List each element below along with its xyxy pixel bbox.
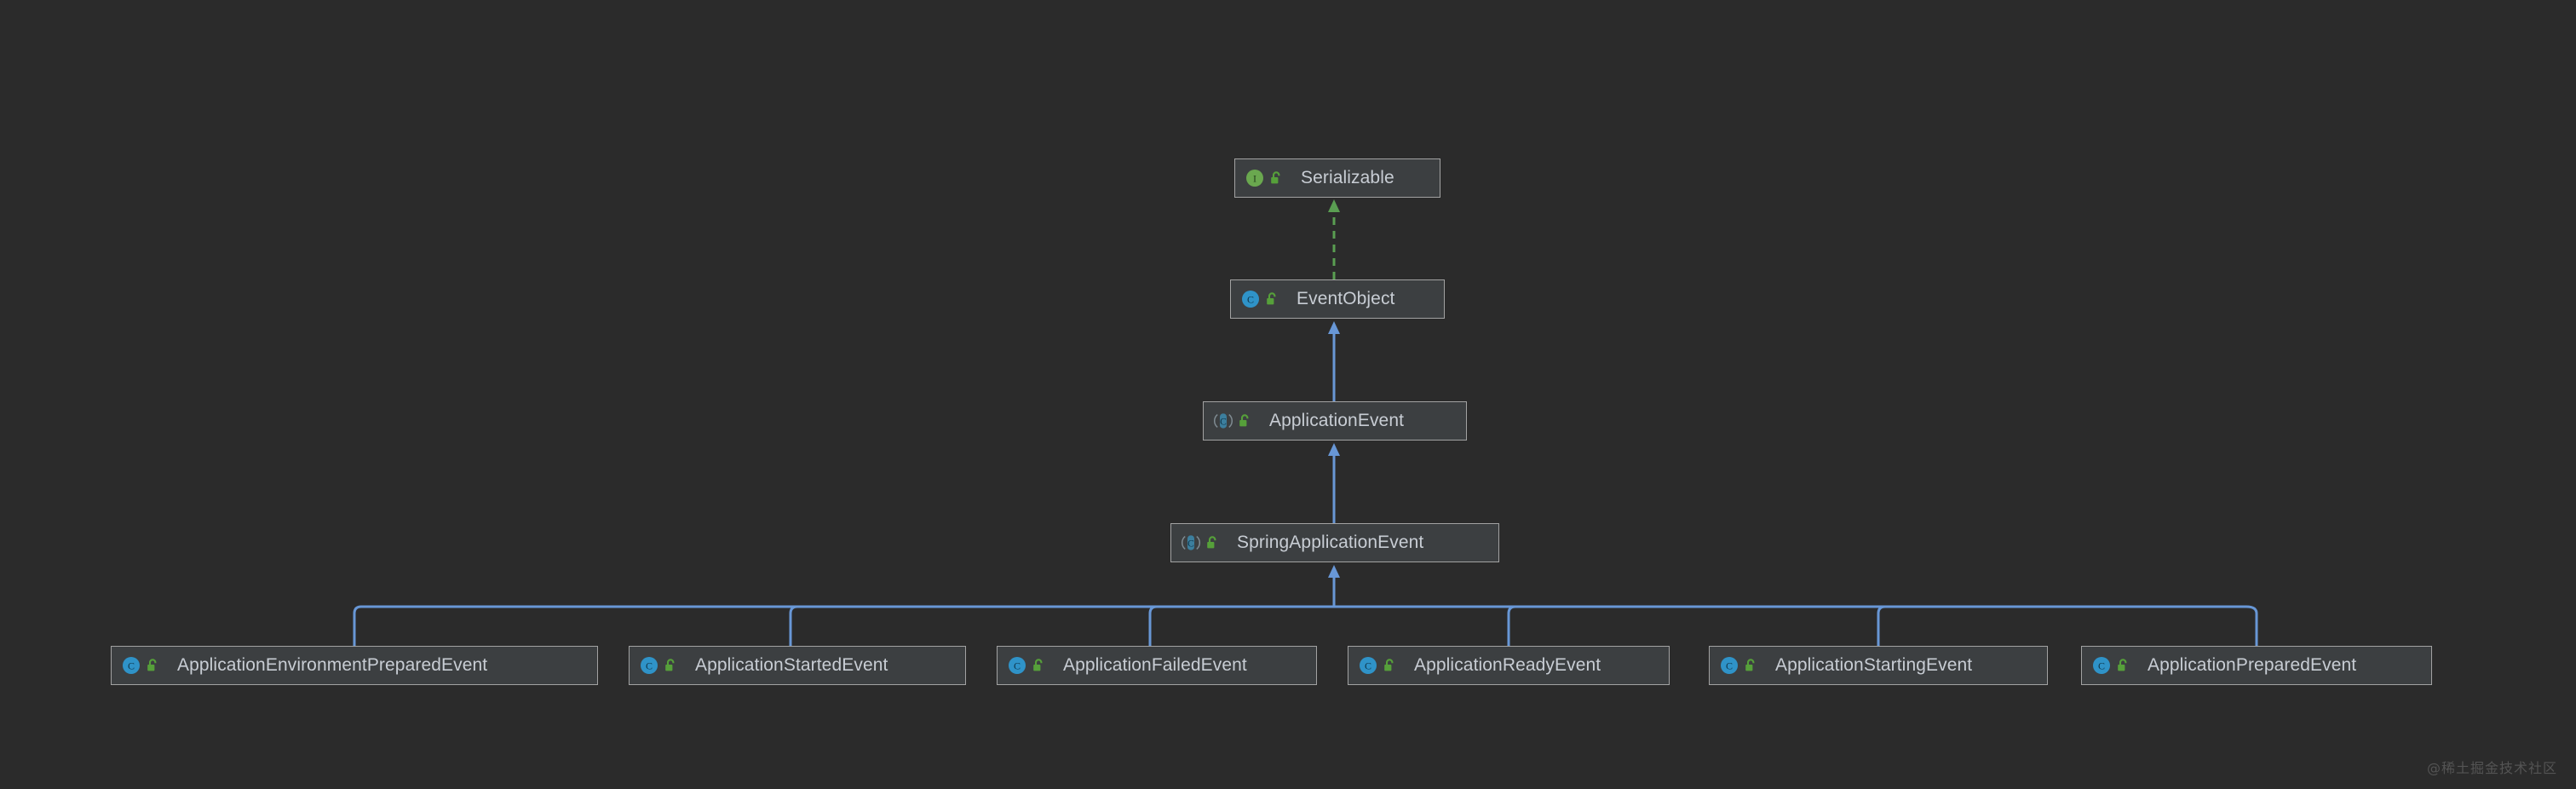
class-icon: C: [1241, 290, 1260, 308]
node-icons: C: [1214, 412, 1252, 430]
node-spring-application-event[interactable]: C SpringApplicationEvent: [1170, 523, 1499, 562]
node-application-started-event[interactable]: C ApplicationStartedEvent: [629, 646, 966, 685]
unlocked-padlock-icon: [1382, 658, 1397, 673]
class-icon: C: [122, 656, 141, 675]
unlocked-padlock-icon: [1268, 170, 1284, 186]
svg-text:C: C: [1365, 660, 1371, 672]
node-label: ApplicationReadyEvent: [1414, 655, 1601, 675]
node-icons: C: [1182, 533, 1220, 552]
node-label: Serializable: [1301, 168, 1394, 187]
abstract-class-icon: C: [1214, 412, 1233, 430]
node-application-starting-event[interactable]: C ApplicationStartingEvent: [1709, 646, 2048, 685]
svg-text:C: C: [646, 660, 653, 672]
node-icons: C: [2092, 656, 2130, 675]
node-icons: C: [1241, 290, 1279, 308]
node-application-environment-prepared-event[interactable]: C ApplicationEnvironmentPreparedEvent: [111, 646, 598, 685]
node-application-prepared-event[interactable]: C ApplicationPreparedEvent: [2081, 646, 2432, 685]
svg-text:C: C: [1220, 417, 1227, 427]
node-application-failed-event[interactable]: C ApplicationFailedEvent: [997, 646, 1317, 685]
node-icons: C: [1359, 656, 1397, 675]
unlocked-padlock-icon: [1237, 413, 1252, 429]
unlocked-padlock-icon: [2115, 658, 2130, 673]
node-icons: C: [122, 656, 160, 675]
unlocked-padlock-icon: [1264, 291, 1279, 307]
svg-text:C: C: [1014, 660, 1021, 672]
unlocked-padlock-icon: [1031, 658, 1046, 673]
class-icon: C: [1720, 656, 1739, 675]
node-label: ApplicationStartedEvent: [695, 655, 888, 675]
unlocked-padlock-icon: [663, 658, 678, 673]
interface-icon: I: [1245, 169, 1264, 187]
class-icon: C: [2092, 656, 2111, 675]
unlocked-padlock-icon: [145, 658, 160, 673]
node-label: ApplicationEnvironmentPreparedEvent: [177, 655, 488, 675]
node-application-event[interactable]: C ApplicationEvent: [1203, 401, 1467, 441]
unlocked-padlock-icon: [1205, 535, 1220, 550]
node-label: ApplicationPreparedEvent: [2148, 655, 2357, 675]
unlocked-padlock-icon: [1743, 658, 1758, 673]
class-icon: C: [1008, 656, 1026, 675]
node-application-ready-event[interactable]: C ApplicationReadyEvent: [1348, 646, 1670, 685]
class-icon: C: [1359, 656, 1377, 675]
abstract-class-icon: C: [1182, 533, 1200, 552]
node-event-object[interactable]: C EventObject: [1230, 279, 1445, 319]
node-label: ApplicationStartingEvent: [1775, 655, 1973, 675]
svg-text:I: I: [1253, 173, 1256, 185]
edge-inheritance-children-bus: [353, 565, 2258, 646]
svg-text:C: C: [1187, 538, 1194, 549]
node-label: EventObject: [1297, 289, 1395, 308]
svg-text:C: C: [128, 660, 135, 672]
watermark: @稀土掘金技术社区: [2426, 760, 2557, 776]
node-icons: C: [1008, 656, 1046, 675]
class-icon: C: [640, 656, 658, 675]
svg-text:C: C: [1247, 294, 1254, 306]
node-serializable[interactable]: I Serializable: [1234, 158, 1440, 198]
node-label: ApplicationEvent: [1269, 411, 1405, 430]
node-icons: C: [1720, 656, 1758, 675]
node-label: ApplicationFailedEvent: [1063, 655, 1247, 675]
node-label: SpringApplicationEvent: [1237, 533, 1424, 552]
svg-text:C: C: [2098, 660, 2105, 672]
svg-text:C: C: [1726, 660, 1733, 672]
node-icons: C: [640, 656, 678, 675]
node-icons: I: [1245, 169, 1284, 187]
